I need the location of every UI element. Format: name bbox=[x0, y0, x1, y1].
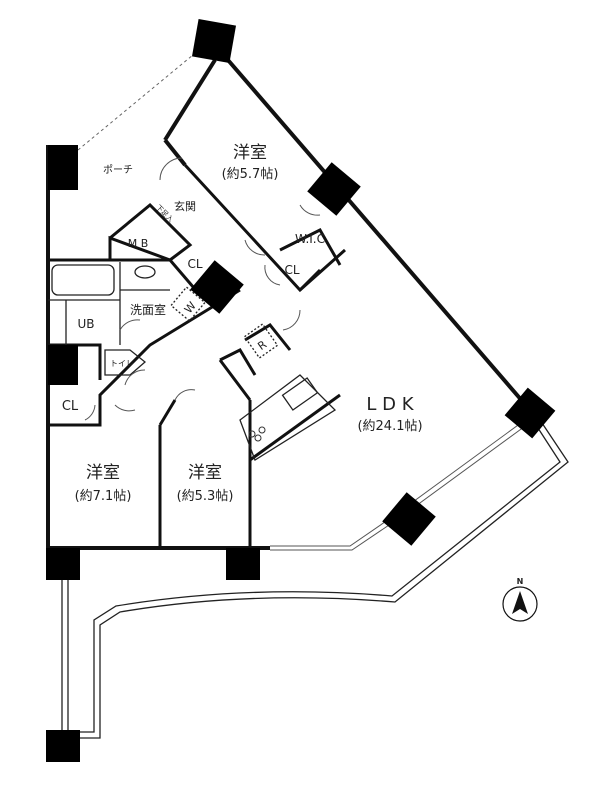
porch-label: ポーチ bbox=[103, 164, 133, 176]
pillars bbox=[46, 18, 556, 762]
room-western2-size: (約7.1帖) bbox=[75, 489, 132, 504]
west-closet-label: CL bbox=[62, 399, 79, 414]
toilet-label: トイレ bbox=[110, 359, 134, 368]
entry-closet-label: CL bbox=[187, 257, 202, 271]
room-western3-size: (約5.3帖) bbox=[177, 489, 234, 504]
washer-space bbox=[170, 286, 206, 322]
room-western2-name: 洋室 bbox=[86, 463, 120, 483]
wic-closet-label: CL bbox=[284, 263, 299, 277]
entrance-label: 玄関 bbox=[174, 199, 196, 213]
stove-icon bbox=[248, 426, 266, 442]
door-swings bbox=[84, 157, 321, 421]
room-ldk-name: L D K bbox=[366, 394, 414, 415]
washroom-label: 洗面室 bbox=[130, 302, 166, 317]
balcony-inner bbox=[67, 424, 561, 733]
north-compass-icon: N bbox=[502, 577, 538, 622]
balcony-outline bbox=[61, 419, 569, 739]
interior-lines bbox=[48, 262, 337, 461]
room-ldk-size: (約24.1帖) bbox=[357, 419, 422, 434]
wic-label: W.I.C bbox=[295, 232, 325, 246]
compass-north-label: N bbox=[517, 577, 524, 586]
interior-walls bbox=[48, 163, 346, 548]
unit-bath-label: UB bbox=[77, 317, 94, 331]
ldk-window bbox=[270, 419, 529, 551]
porch-boundary bbox=[77, 44, 206, 151]
room-western3-name: 洋室 bbox=[188, 463, 222, 483]
fridge-label: R bbox=[255, 338, 269, 353]
room-western1-name: 洋室 bbox=[233, 143, 267, 163]
room-western1-size: (約5.7帖) bbox=[222, 167, 279, 182]
mb-label: M B bbox=[128, 237, 149, 250]
